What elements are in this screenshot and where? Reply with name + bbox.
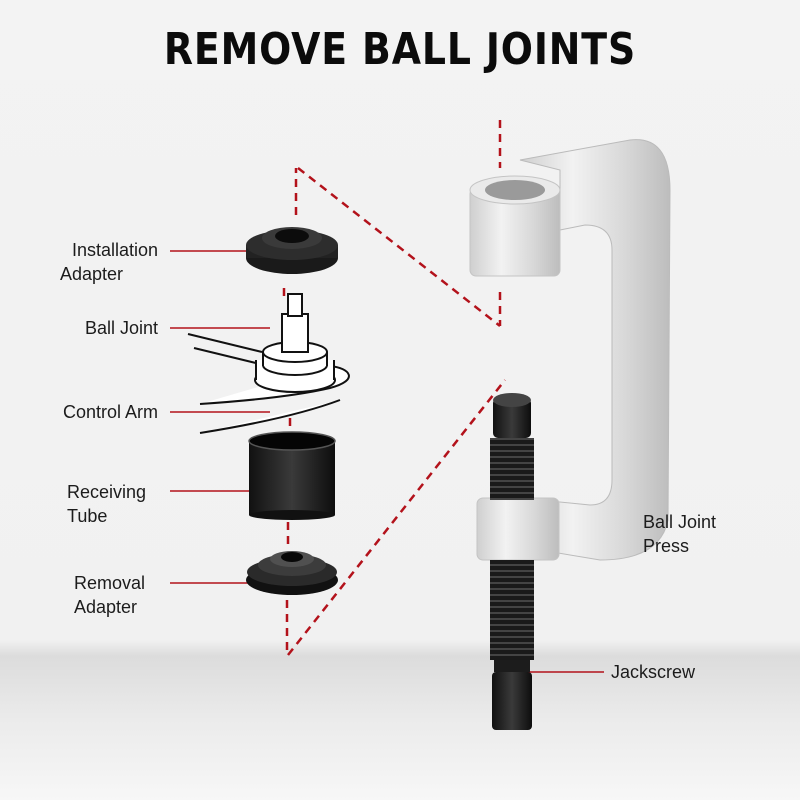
receiving-tube-part bbox=[248, 431, 336, 520]
label-jackscrew: Jackscrew bbox=[611, 662, 696, 682]
page-title: REMOVE BALL JOINTS bbox=[163, 24, 637, 75]
ball-joint-press-frame bbox=[469, 139, 671, 561]
label-ball-joint-press: Ball Joint Press bbox=[643, 512, 717, 556]
dashed-guide-lines bbox=[282, 120, 506, 656]
label-receiving-tube: Receiving Tube bbox=[67, 482, 147, 526]
label-control-arm: Control Arm bbox=[62, 402, 158, 422]
label-installation-adapter: Installation Adapter bbox=[60, 240, 158, 284]
ball-joint-drawing bbox=[187, 293, 350, 434]
removal-adapter-part bbox=[246, 551, 338, 595]
label-removal-adapter: Removal Adapter bbox=[74, 573, 146, 617]
installation-adapter-part bbox=[246, 227, 338, 274]
label-ball-joint: Ball Joint bbox=[84, 318, 158, 338]
leader-lines bbox=[170, 250, 636, 673]
jackscrew-part bbox=[490, 393, 534, 730]
